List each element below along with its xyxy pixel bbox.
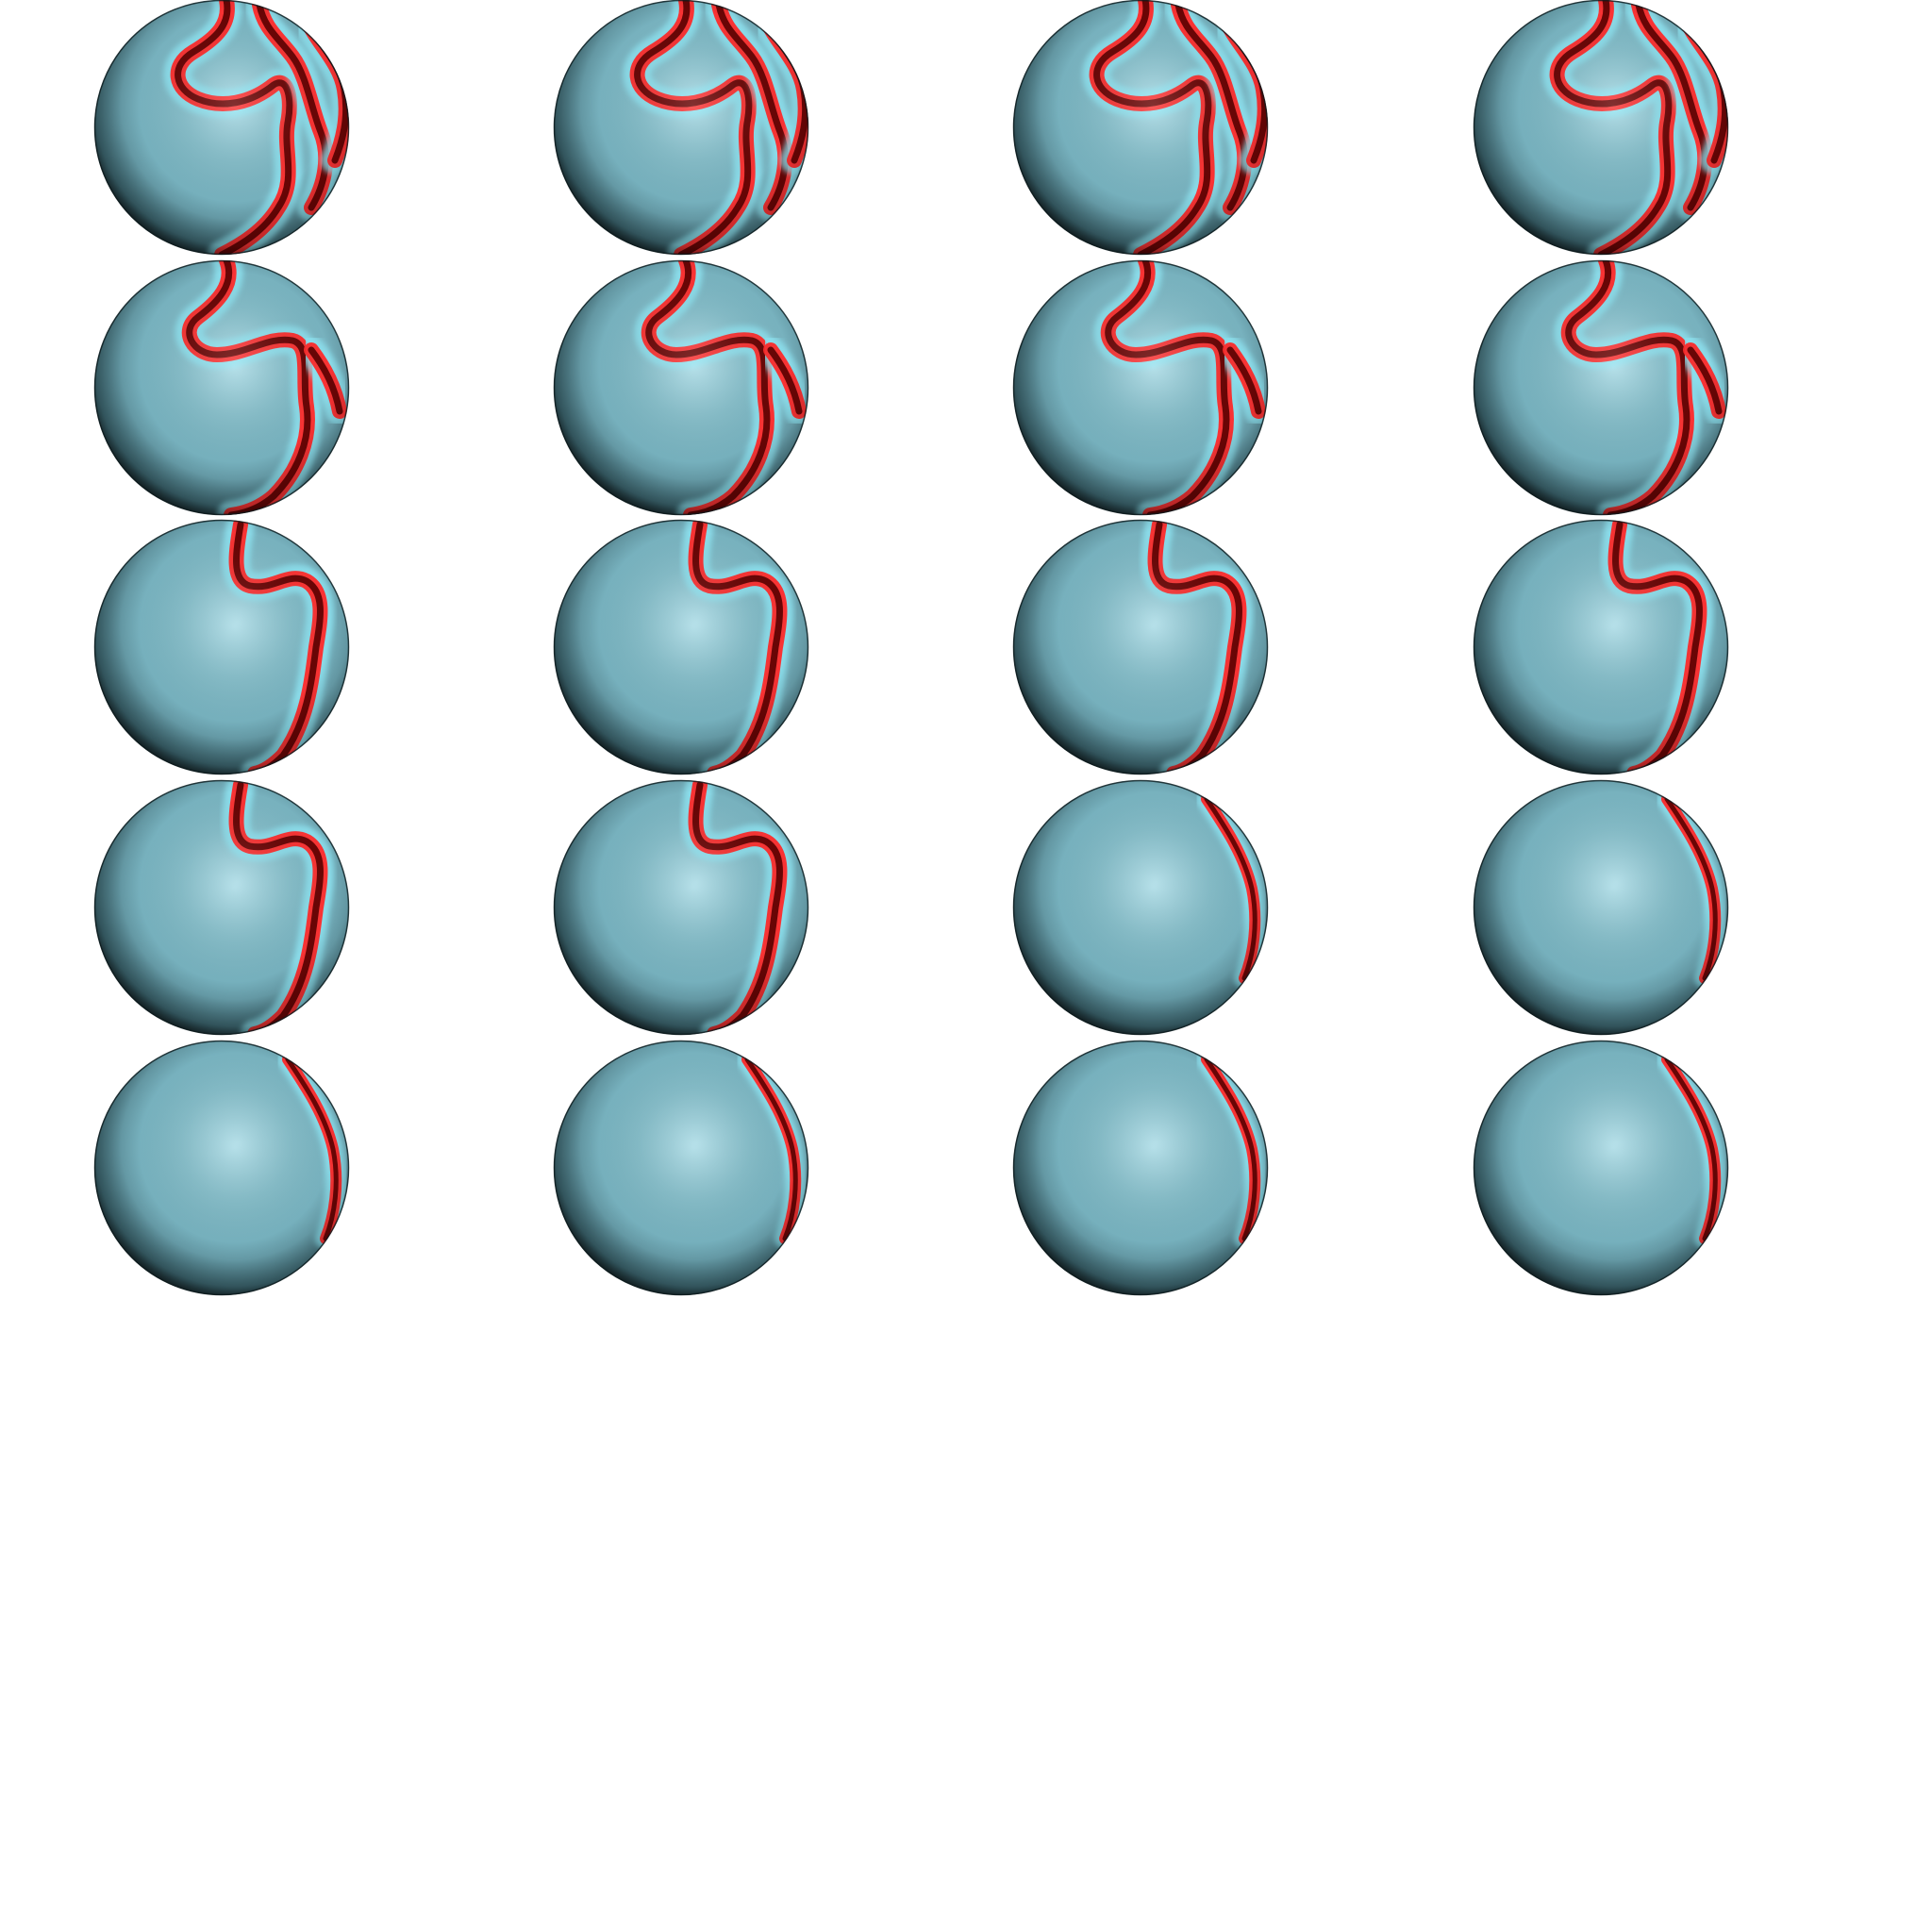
sphere-shading [1474,520,1728,774]
sphere-shading [1013,260,1268,515]
sphere-4-3 [1012,779,1269,1036]
sphere-shading [1013,780,1268,1035]
sphere-3-3 [1012,519,1269,775]
sphere-shading [94,520,349,774]
sphere-5-4 [1473,1040,1729,1296]
sphere-outline [553,1040,809,1296]
sphere-shading [1474,780,1728,1035]
sphere-3-4 [1473,519,1729,775]
sphere-3-2 [553,519,809,775]
sphere-outline [93,1040,350,1296]
sphere-outline [1012,259,1269,516]
sphere-shading [554,780,808,1035]
sphere-shading [1013,520,1268,774]
sphere-outline [93,259,350,516]
sphere-outline [553,779,809,1036]
sphere-shading [554,1041,808,1295]
sphere-3-1 [93,519,350,775]
sphere-outline [1473,1040,1729,1296]
sphere-shading [94,260,349,515]
sphere-4-2 [553,779,809,1036]
sphere-2-4 [1473,259,1729,516]
sphere-2-1 [93,259,350,516]
sphere-1-3 [1012,0,1269,256]
sphere-outline [1012,1040,1269,1296]
sphere-outline [1012,519,1269,775]
sphere-4-1 [93,779,350,1036]
sphere-shading [94,0,349,255]
sphere-outline [1473,0,1729,256]
sphere-shading [554,520,808,774]
sphere-1-4 [1473,0,1729,256]
sphere-outline [1473,259,1729,516]
sphere-outline [553,519,809,775]
sphere-1-1 [93,0,350,256]
sphere-shading [1474,0,1728,255]
sphere-outline [553,0,809,256]
sphere-outline [1473,779,1729,1036]
sphere-5-2 [553,1040,809,1296]
sphere-outline [93,0,350,256]
sphere-shading [94,780,349,1035]
sphere-5-1 [93,1040,350,1296]
sphere-shading [1013,0,1268,255]
sphere-outline [1012,779,1269,1036]
sphere-outline [93,779,350,1036]
sphere-outline [93,519,350,775]
sphere-shading [1474,260,1728,515]
sphere-shading [554,0,808,255]
sphere-2-2 [553,259,809,516]
sphere-shading [94,1041,349,1295]
sphere-shading [1474,1041,1728,1295]
sphere-5-3 [1012,1040,1269,1296]
sphere-1-2 [553,0,809,256]
sphere-outline [1012,0,1269,256]
sphere-outline [553,259,809,516]
sphere-outline [1473,519,1729,775]
sphere-2-3 [1012,259,1269,516]
sphere-shading [554,260,808,515]
sphere-4-4 [1473,779,1729,1036]
sphere-shading [1013,1041,1268,1295]
